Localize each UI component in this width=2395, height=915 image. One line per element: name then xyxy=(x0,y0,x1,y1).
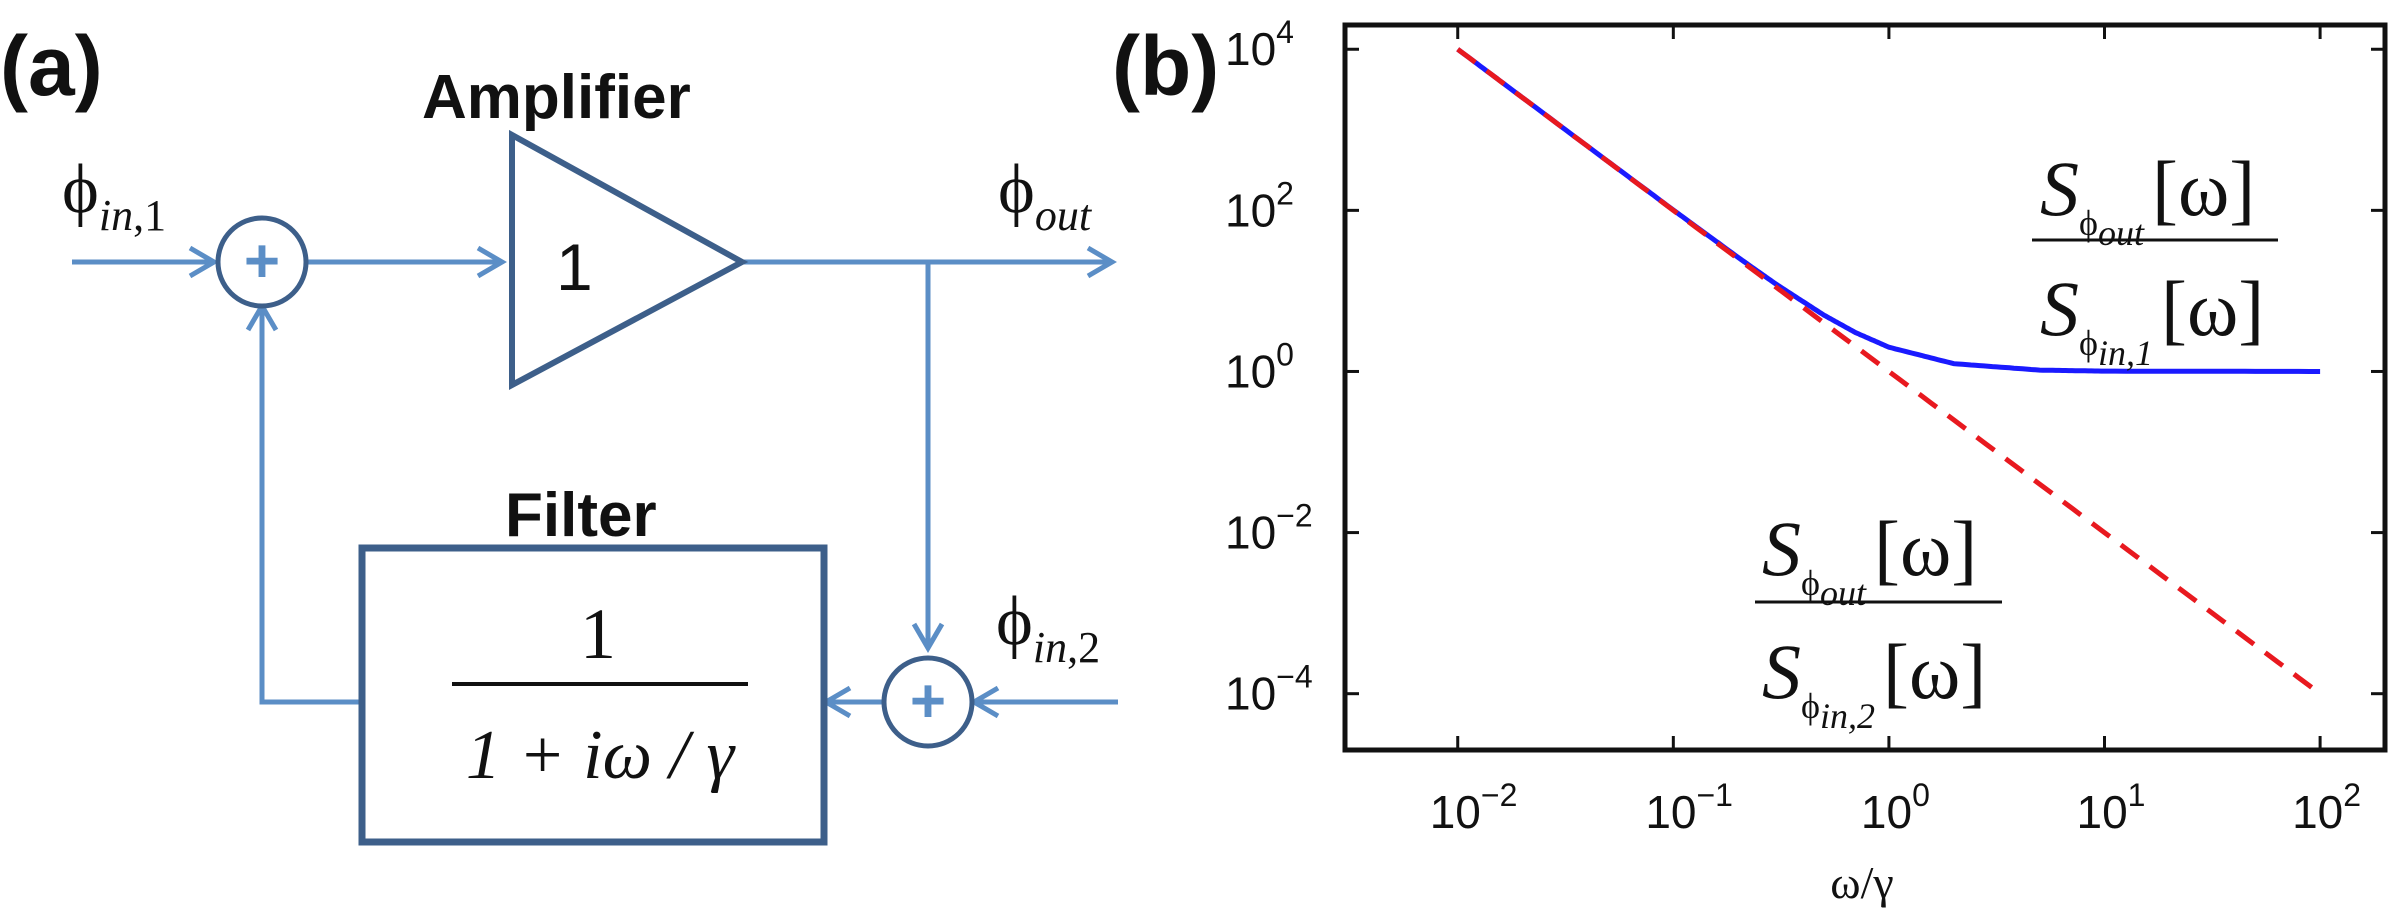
filter-box xyxy=(358,544,828,846)
amplifier-block: Amplifier 1 xyxy=(422,63,749,391)
label-phi-in1: ϕin,1 xyxy=(62,151,166,240)
svg-text:Sϕin,1[ω]: Sϕin,1[ω] xyxy=(2040,265,2264,373)
svg-text:Sϕout[ω]: Sϕout[ω] xyxy=(2040,145,2255,253)
panel-a-label: (a) xyxy=(0,19,103,113)
summer-2: + xyxy=(881,655,975,749)
svg-text:ϕout: ϕout xyxy=(998,151,1093,240)
annotation-upper-ratio: Sϕout[ω] Sϕin,1[ω] xyxy=(2032,145,2278,373)
wire-out-arrow xyxy=(1086,245,1117,279)
axis-ticks xyxy=(1345,25,2385,750)
series-layer xyxy=(1456,47,2322,696)
wire-tap-arrow xyxy=(911,622,945,653)
annotation-lower-ratio: Sϕout[ω] Sϕin,2[ω] xyxy=(1755,505,2002,736)
axis-tick-labels: 10−2 10−1 100 101 102 104 102 100 10−2 10−4 xyxy=(1225,14,2361,838)
svg-text:Sϕin,2[ω]: Sϕin,2[ω] xyxy=(1762,628,1986,736)
wire-in1-arrow xyxy=(188,245,219,279)
filter-numerator: 1 xyxy=(580,594,616,674)
filter-title: Filter xyxy=(505,481,657,550)
x-tick-label-0: 10−2 xyxy=(1430,777,1518,838)
panel-b-label: (b) xyxy=(1112,19,1219,113)
x-axis-label: ω/γ xyxy=(1830,857,1893,908)
wire-amp-arrow xyxy=(476,245,507,279)
x-tick-label-3: 101 xyxy=(2077,777,2146,838)
svg-text:ϕin,2: ϕin,2 xyxy=(996,583,1100,672)
x-tick-label-4: 102 xyxy=(2292,777,2361,838)
summer-1-plus-icon: + xyxy=(244,227,280,296)
panel-a: (a) + + xyxy=(0,19,1118,846)
x-tick-label-1: 10−1 xyxy=(1645,777,1733,838)
panel-b: (b) 10−2 10−1 100 101 102 104 102 100 10−2 10−4 ω… xyxy=(1112,14,2388,908)
svg-text:ϕin,1: ϕin,1 xyxy=(62,151,166,240)
wire-feedback xyxy=(259,310,362,705)
amplifier-title: Amplifier xyxy=(422,63,691,132)
filter-denominator: 1 + iω / γ xyxy=(466,717,737,794)
summer-1: + xyxy=(215,215,309,309)
filter-block: Filter 1 1 + iω / γ xyxy=(358,481,828,846)
y-tick-label-2: 100 xyxy=(1225,336,1294,397)
y-tick-label-4: 10−4 xyxy=(1225,659,1313,720)
label-phi-in2: ϕin,2 xyxy=(996,583,1100,672)
amplifier-triangle xyxy=(509,129,749,391)
x-tick-label-2: 100 xyxy=(1861,777,1930,838)
svg-text:Sϕout[ω]: Sϕout[ω] xyxy=(1762,505,1977,613)
y-tick-label-3: 10−2 xyxy=(1225,498,1313,559)
y-tick-label-0: 104 xyxy=(1225,14,1294,75)
summer-2-plus-icon: + xyxy=(910,667,946,736)
y-tick-label-1: 102 xyxy=(1225,175,1294,236)
label-phi-out: ϕout xyxy=(998,151,1093,240)
amplifier-gain: 1 xyxy=(556,230,593,304)
plot-frame xyxy=(1342,22,2388,753)
